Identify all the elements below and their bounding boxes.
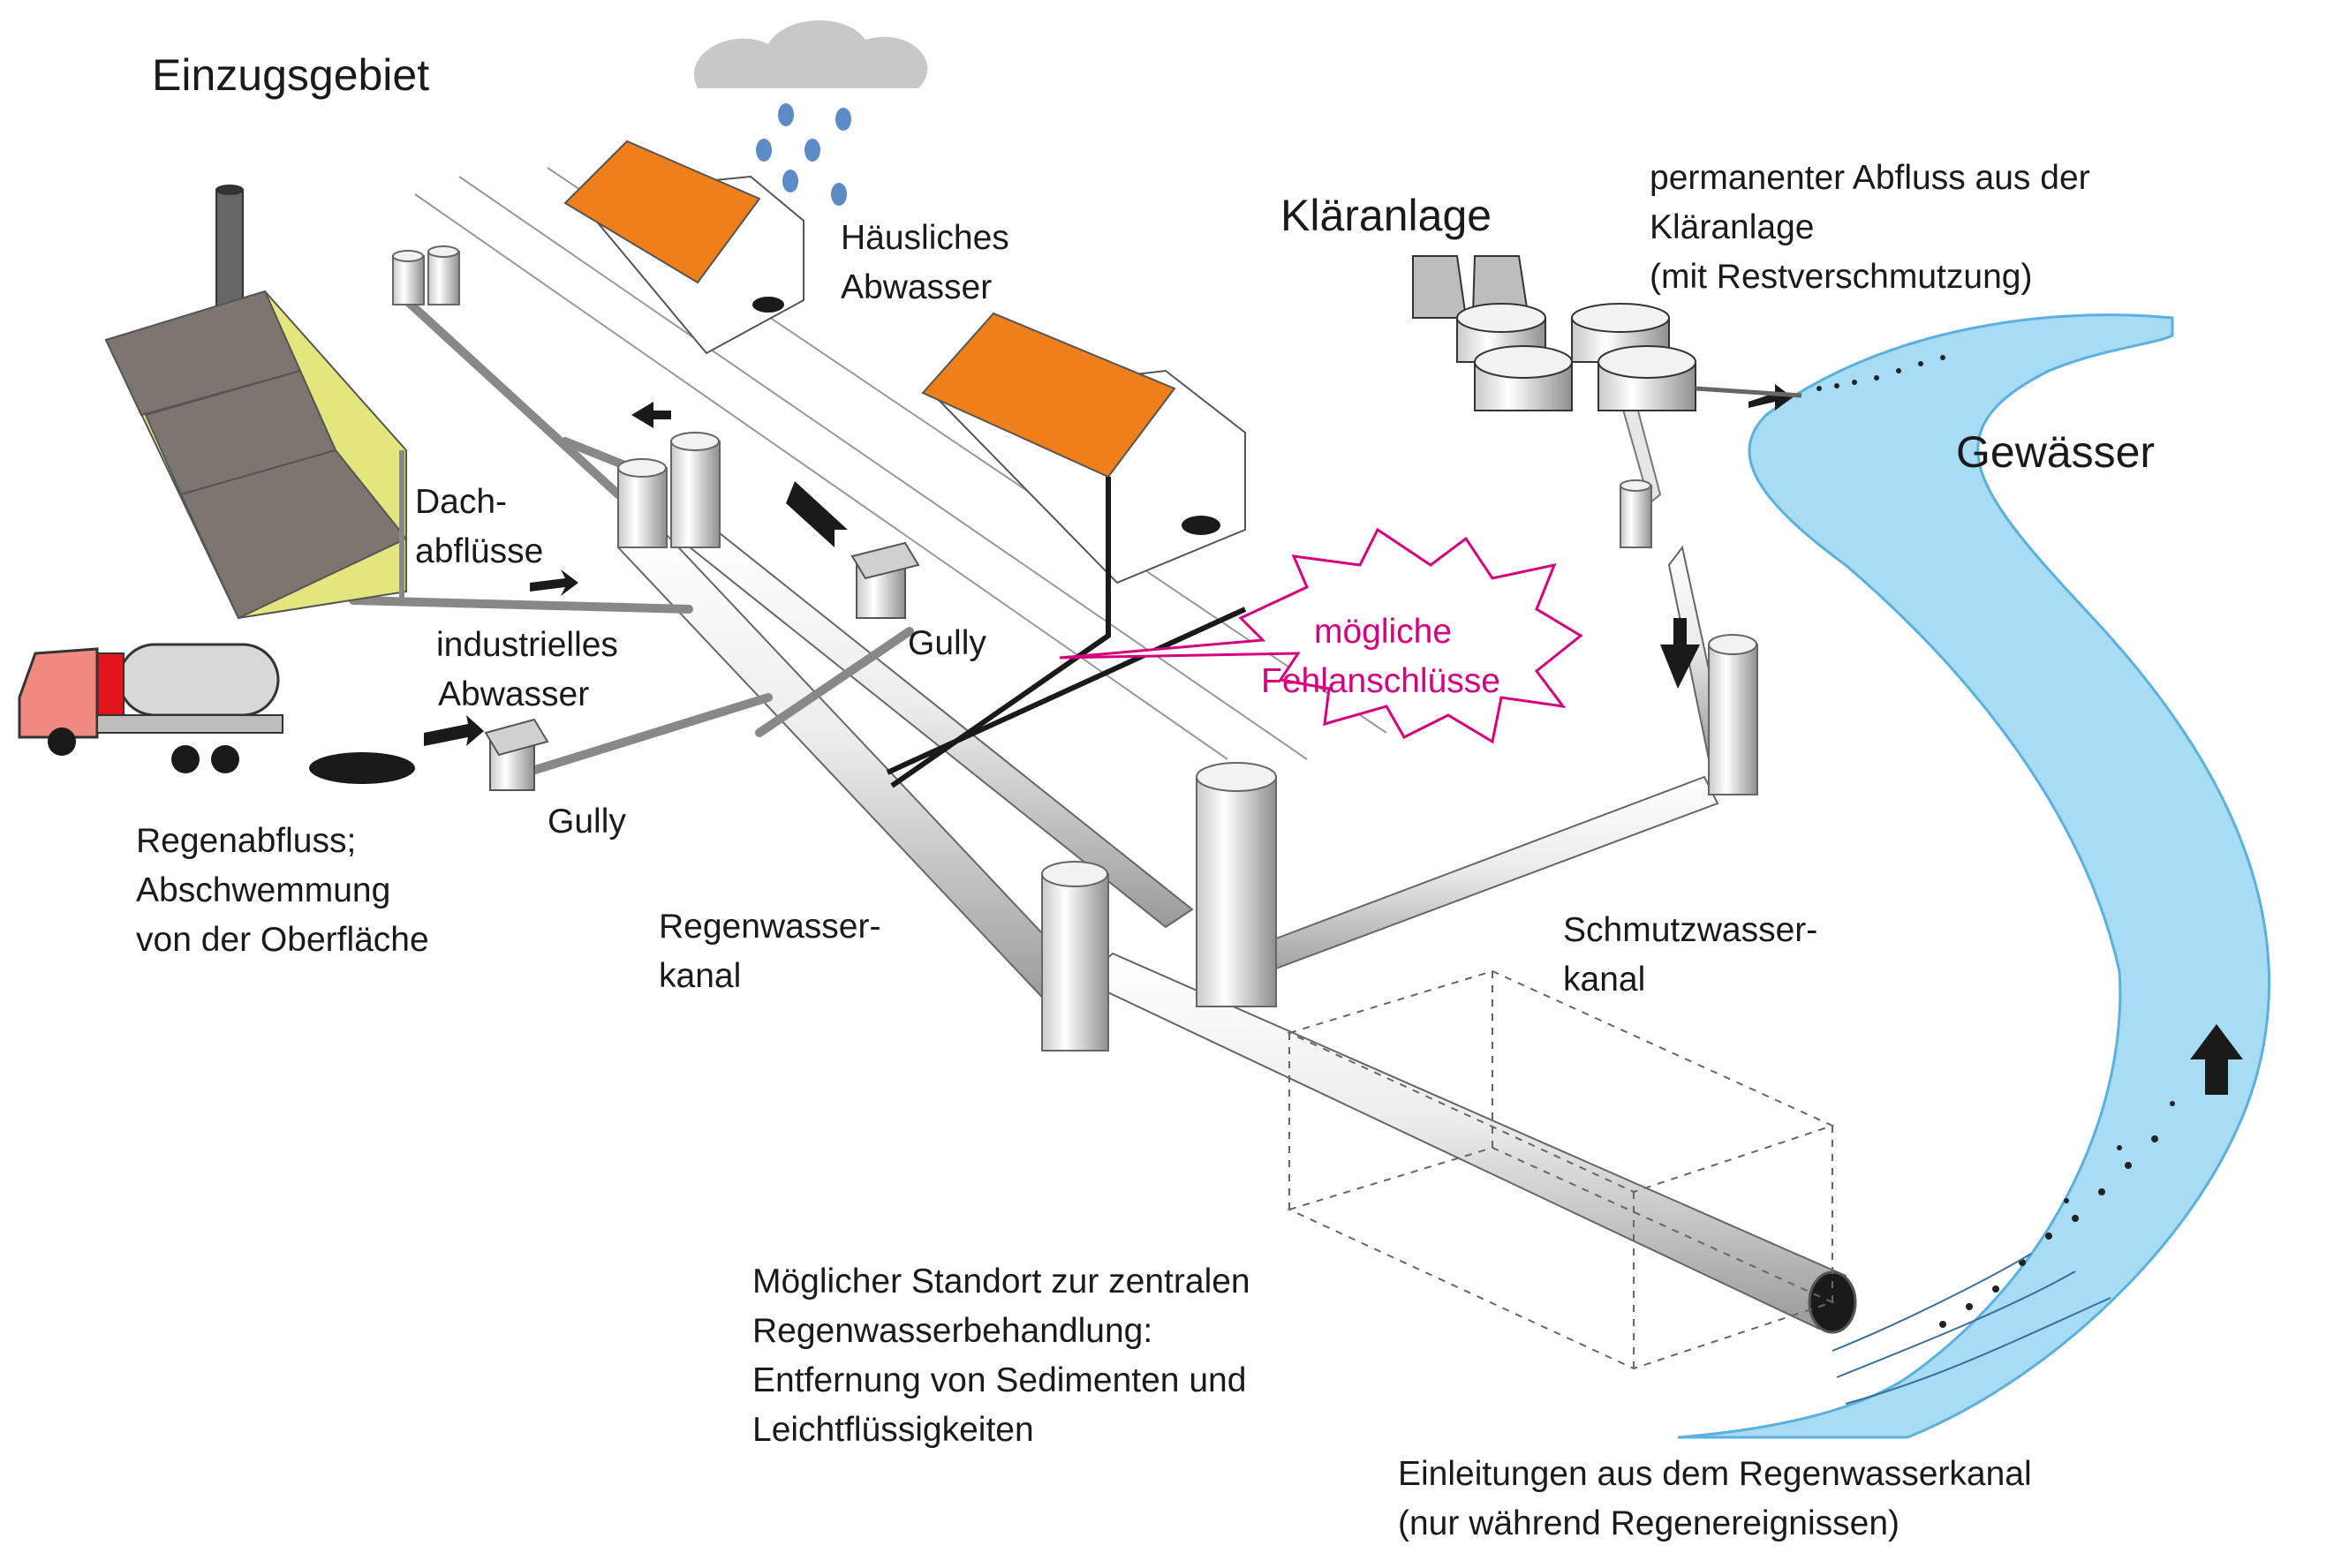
oil-slick bbox=[309, 752, 415, 784]
central-treatment-label: Möglicher Standort zur zentralen Regenwa… bbox=[752, 1257, 1250, 1455]
foul-sewer-line-2: kanal bbox=[1563, 961, 1646, 999]
misconnections-label: mögliche Fehlanschlüsse bbox=[1261, 607, 1500, 706]
cloud-icon bbox=[694, 20, 928, 88]
central-treatment-line-3: Entfernung von Sedimenten und bbox=[752, 1361, 1247, 1399]
toilet-icon bbox=[752, 297, 1220, 535]
surface-runoff-label: Regenabfluss; Abschwemmung von der Oberf… bbox=[136, 817, 429, 965]
misconnections-line-2: Fehlanschlüsse bbox=[1261, 662, 1500, 700]
storm-sewer-line-2: kanal bbox=[659, 957, 742, 995]
industrial-line-1: industrielles bbox=[436, 626, 618, 664]
gully-lower-label: Gully bbox=[548, 803, 626, 841]
domestic-wastewater-label: Häusliches Abwasser bbox=[841, 214, 1009, 313]
river bbox=[1677, 313, 2271, 1439]
central-treatment-line-2: Regenwasserbehandlung: bbox=[752, 1312, 1153, 1350]
roof-runoff-label: Dach- abflüsse bbox=[415, 478, 543, 577]
truck-icon bbox=[18, 643, 283, 773]
factory-icon bbox=[104, 185, 408, 620]
gully-upper-label: Gully bbox=[908, 624, 986, 662]
storm-sewer-pipes bbox=[616, 519, 1857, 1334]
permanent-outflow-label: permanenter Abfluss aus der Kläranlage (… bbox=[1650, 154, 2090, 302]
gully-icon bbox=[484, 541, 920, 791]
roof-runoff-line-1: Dach- bbox=[415, 483, 508, 521]
discharges-line-1: Einleitungen aus dem Regenwasserkanal bbox=[1398, 1455, 2032, 1493]
arrow-icon bbox=[2190, 1024, 2243, 1095]
industrial-line-2: Abwasser bbox=[438, 675, 590, 713]
manhole-icon bbox=[392, 245, 1758, 1052]
foul-sewer-line-1: Schmutzwasser- bbox=[1563, 911, 1818, 949]
surface-runoff-line-1: Regenabfluss; bbox=[136, 822, 357, 860]
permanent-outflow-line-1: permanenter Abfluss aus der bbox=[1650, 159, 2090, 197]
treatment-plant-label: Kläranlage bbox=[1280, 191, 1492, 240]
domestic-line-1: Häusliches bbox=[841, 219, 1009, 257]
discharge-ripples bbox=[1832, 1253, 2111, 1405]
permanent-outflow-line-3: (mit Restverschmutzung) bbox=[1650, 258, 2033, 296]
pollutant-dots bbox=[1817, 355, 2175, 1328]
storm-sewer-line-1: Regenwasser- bbox=[659, 908, 881, 946]
central-treatment-line-4: Leichtflüssigkeiten bbox=[752, 1411, 1034, 1449]
catchment-label: Einzugsgebiet bbox=[152, 50, 430, 100]
industrial-wastewater-label: industrielles Abwasser bbox=[436, 621, 618, 720]
house-drains bbox=[886, 477, 1247, 788]
clarifier-tank-icon bbox=[1412, 255, 1802, 411]
central-treatment-line-1: Möglicher Standort zur zentralen bbox=[752, 1263, 1250, 1300]
misconnections-line-1: mögliche bbox=[1313, 613, 1453, 651]
misconnection-callout bbox=[1059, 527, 1583, 744]
discharges-label: Einleitungen aus dem Regenwasserkanal (n… bbox=[1398, 1450, 2032, 1549]
discharges-line-2: (nur während Regenereignissen) bbox=[1398, 1504, 1900, 1542]
water-body-label: Gewässer bbox=[1956, 427, 2156, 477]
surface-runoff-line-2: Abschwemmung bbox=[136, 871, 391, 909]
connection-pipes bbox=[349, 296, 914, 781]
arrow-icon bbox=[424, 384, 1793, 746]
central-treatment-box bbox=[1287, 969, 1835, 1370]
house-icon bbox=[563, 139, 1246, 584]
roof-runoff-line-2: abflüsse bbox=[415, 532, 544, 570]
surface-runoff-line-3: von der Oberfläche bbox=[136, 921, 429, 959]
rain-drop-icon bbox=[756, 103, 851, 206]
foul-sewer-label: Schmutzwasser- kanal bbox=[1563, 906, 1817, 1005]
storm-sewer-label: Regenwasser- kanal bbox=[659, 902, 880, 1001]
permanent-outflow-line-2: Kläranlage bbox=[1650, 208, 1815, 246]
domestic-line-2: Abwasser bbox=[841, 268, 993, 306]
